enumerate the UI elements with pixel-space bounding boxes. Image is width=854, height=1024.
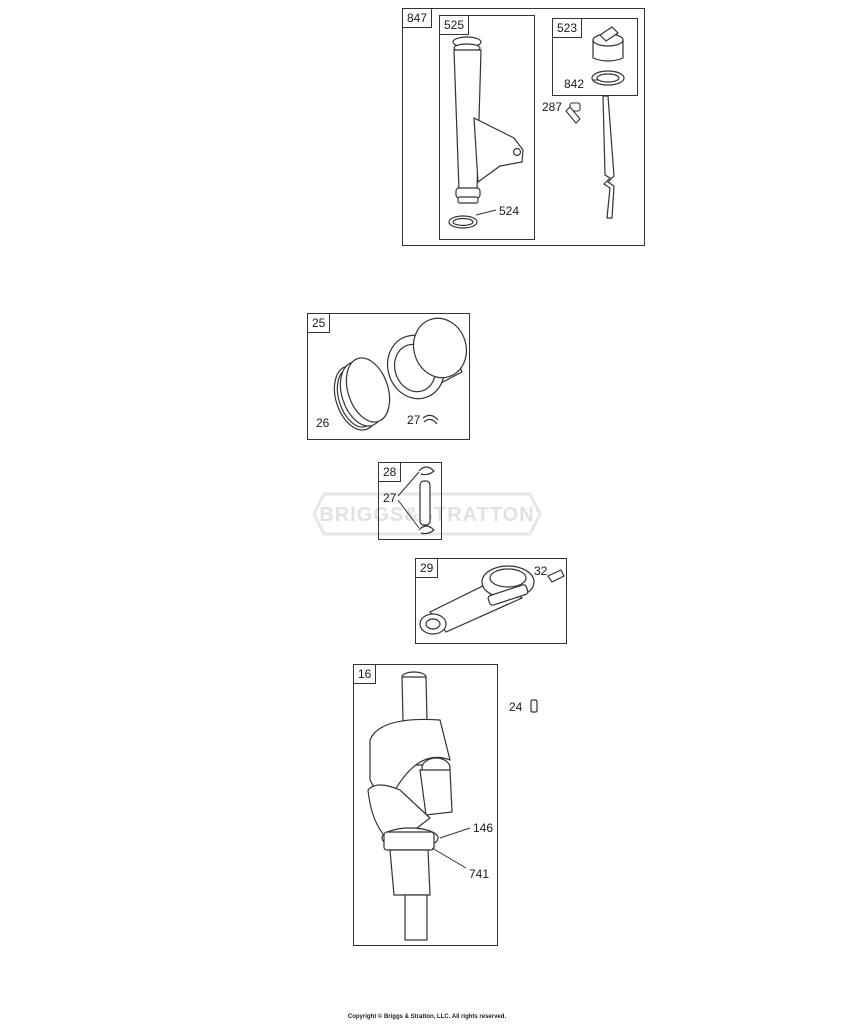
group-16-label: 16 [354,665,377,684]
callout-524: 524 [499,204,520,218]
group-523-frame: 523 [552,18,638,96]
group-28-frame: 28 [378,462,442,540]
group-28-label: 28 [379,463,402,482]
callout-146: 146 [473,821,494,835]
group-25-frame: 25 [307,313,470,440]
callout-842: 842 [564,77,585,91]
group-525-label: 525 [440,16,470,35]
copyright-notice: Copyright © Briggs & Stratton, LLC. All … [347,1014,507,1020]
group-16-frame: 16 [353,664,498,946]
group-847-frame: 847 [402,8,645,246]
group-25-label: 25 [308,314,331,333]
group-523-label: 523 [553,19,583,38]
group-525-frame: 525 [439,15,535,240]
callout-24: 24 [509,700,523,714]
callout-27: 27 [407,413,421,427]
callout-32: 32 [534,564,548,578]
group-29-label: 29 [416,559,439,578]
group-29-frame: 29 [415,558,567,644]
callout-26: 26 [316,416,330,430]
callout-287: 287 [542,100,563,114]
group-847-label: 847 [403,9,433,28]
callout-27-pin: 27 [383,491,397,505]
callout-741: 741 [469,867,490,881]
